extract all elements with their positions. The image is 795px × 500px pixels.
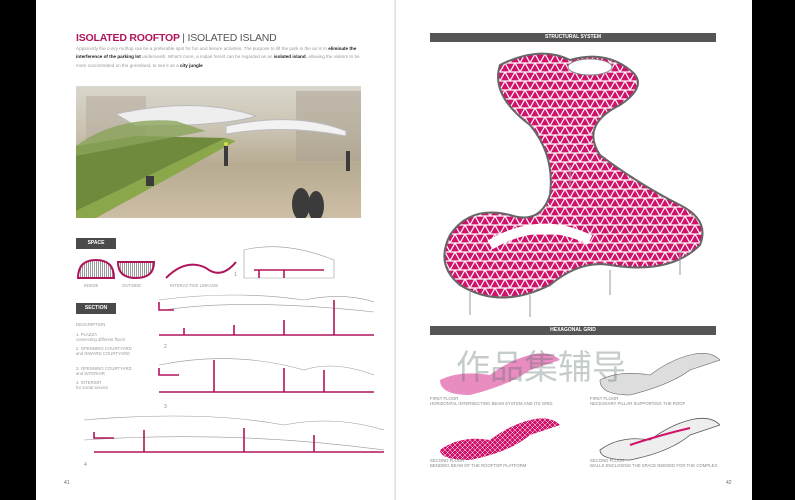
space-label: SPACE	[76, 238, 116, 249]
structural-system-bar: STRUCTURAL SYSTEM	[430, 33, 716, 42]
section-number-3: 3	[164, 404, 167, 410]
page-fold	[394, 0, 396, 500]
hexagonal-grid-bar: HEXAGONAL GRID	[430, 326, 716, 335]
page-number-right: 42	[726, 480, 732, 486]
section-number-1: 1	[234, 272, 237, 278]
rooftop-rendering	[76, 86, 361, 218]
space-caption-inside: INSIDE	[84, 283, 99, 288]
structural-system-axonometric	[443, 52, 704, 317]
section-number-4: 4	[84, 462, 87, 468]
portfolio-spread: ISOLATED ROOFTOP | ISOLATED ISLAND Appar…	[36, 0, 752, 500]
hexagonal-grid-diagrams	[440, 353, 720, 461]
section-drawings: 1 2 3 4	[84, 246, 384, 468]
section-label: SECTION	[76, 303, 116, 314]
watermark: 作品集辅导	[456, 348, 626, 388]
page-number-left: 41	[64, 480, 70, 486]
space-caption-outside: OUTSIDE	[122, 283, 142, 288]
page-title: ISOLATED ROOFTOP | ISOLATED ISLAND	[76, 32, 277, 44]
space-diagrams	[76, 258, 237, 280]
intro-paragraph: Apparently the curvy rooftop can be a pr…	[76, 46, 360, 68]
space-caption-linkage: INTERACTIVE LINKAGE	[170, 283, 219, 288]
section-number-2: 2	[164, 344, 167, 350]
description-heading: DESCRIPTION	[76, 322, 106, 327]
